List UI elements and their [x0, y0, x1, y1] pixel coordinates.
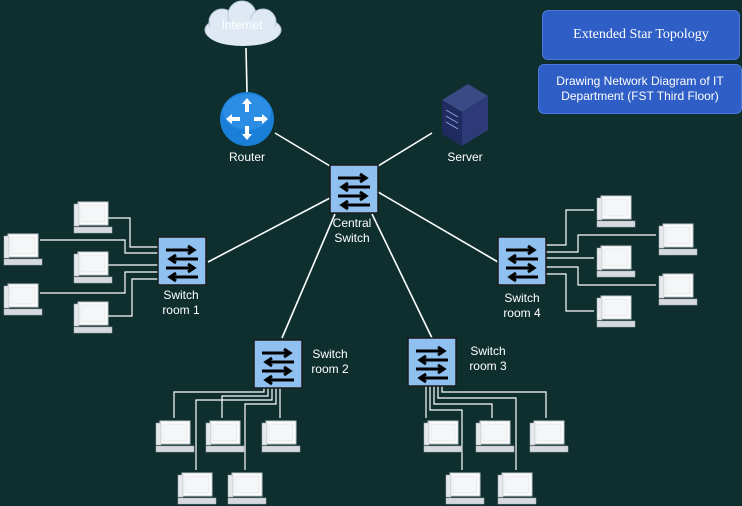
server: Server: [442, 84, 488, 164]
computer-icon: [596, 295, 636, 328]
computer-icon: [177, 472, 217, 505]
computer-icon: [475, 420, 515, 453]
computer-icon: [227, 472, 267, 505]
computer-icon: [658, 223, 698, 256]
switch-icon: [406, 336, 458, 388]
switch4-label-line1: Switch: [504, 291, 539, 305]
switch1-label-line2: room 1: [162, 303, 200, 317]
central-switch: Central Switch: [328, 163, 380, 245]
switch-icon: [496, 235, 548, 287]
room3-computers: [423, 420, 569, 505]
switch2-label-line2: room 2: [311, 362, 349, 376]
computer-icon: [73, 251, 113, 284]
switch-room-3: Switch room 3: [406, 336, 507, 388]
central-switch-label-line1: Central: [333, 216, 372, 230]
room1-links: [40, 217, 158, 317]
computer-icon: [3, 283, 43, 316]
switch-room-2: Switch room 2: [252, 338, 349, 390]
computer-icon: [596, 245, 636, 278]
router-icon: [220, 92, 274, 146]
central-switch-label-line2: Switch: [334, 231, 369, 245]
switch4-label-line2: room 4: [503, 306, 541, 320]
room4-computers: [596, 195, 698, 328]
room2-computers: [155, 420, 301, 505]
cloud-icon: [204, 0, 282, 46]
room4-links: [546, 209, 656, 312]
switch1-label-line1: Switch: [163, 288, 198, 302]
link-lines: [207, 47, 499, 339]
computer-icon: [73, 201, 113, 234]
router-label: Router: [229, 150, 265, 164]
room3-links: [425, 386, 547, 470]
computer-icon: [658, 273, 698, 306]
room1-computers: [3, 201, 113, 334]
switch3-label-line1: Switch: [470, 344, 505, 358]
computer-icon: [596, 195, 636, 228]
internet-label: Internet: [222, 18, 263, 32]
computer-icon: [205, 420, 245, 453]
server-icon: [442, 84, 488, 146]
computer-icon: [497, 472, 537, 505]
switch-icon: [252, 338, 304, 390]
switch3-label-line2: room 3: [469, 359, 507, 373]
computer-icon: [423, 420, 463, 453]
switch-icon: [328, 163, 380, 215]
computer-icon: [529, 420, 569, 453]
computer-icon: [73, 301, 113, 334]
computer-icon: [261, 420, 301, 453]
internet-cloud: Internet: [204, 0, 282, 46]
computer-icon: [445, 472, 485, 505]
computer-icon: [3, 233, 43, 266]
switch-icon: [156, 235, 208, 287]
switch2-label-line1: Switch: [312, 347, 347, 361]
diagram-title: Extended Star Topology: [542, 10, 740, 60]
room2-links: [173, 386, 281, 470]
computer-icon: [155, 420, 195, 453]
switch-room-4: Switch room 4: [496, 235, 548, 320]
router: Router: [220, 92, 274, 164]
switch-room-1: Switch room 1: [156, 235, 208, 317]
diagram-subtitle: Drawing Network Diagram of IT Department…: [538, 64, 742, 114]
server-label: Server: [447, 150, 482, 164]
